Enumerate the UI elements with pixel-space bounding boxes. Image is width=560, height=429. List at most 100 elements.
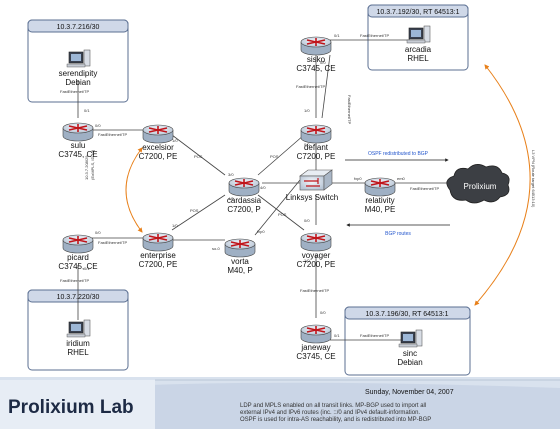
- svg-text:FastEthernet/TP: FastEthernet/TP: [360, 33, 389, 38]
- ospf-arrow: OSPF redistributed to BGP: [345, 151, 449, 162]
- host-os: RHEL: [67, 348, 89, 357]
- router-model: C7200, PE: [139, 152, 178, 161]
- hosts: serendipityDebianiridiumRHELarcadiaRHELs…: [59, 25, 432, 367]
- footer: Prolixium Lab Sunday, November 04, 2007 …: [0, 377, 560, 429]
- router-name: excelsior: [142, 143, 174, 152]
- footer-line3: OSPF is used for intra-AS reachability, …: [240, 417, 431, 423]
- host-name: iridium: [66, 339, 90, 348]
- prolixium-cloud[interactable]: Prolixium: [446, 164, 510, 204]
- router-model: C3745, CE: [296, 64, 335, 73]
- router-name: sulu: [71, 141, 86, 150]
- host-os: Debian: [65, 78, 90, 87]
- router-icon: [234, 179, 254, 187]
- svg-text:fxp0: fxp0: [354, 176, 362, 181]
- l3vpn-label: L3 VPN (Route target 64513:10): [531, 150, 536, 208]
- svg-text:1/0: 1/0: [304, 108, 310, 113]
- svg-text:FastEthernet/TP: FastEthernet/TP: [300, 288, 329, 293]
- svg-text:1/0: 1/0: [304, 258, 310, 263]
- svg-text:0/0: 0/0: [320, 60, 326, 65]
- router-icon: [148, 126, 168, 134]
- eompls-label-a: 10.3.7.208/29: [84, 155, 89, 180]
- svg-text:POS: POS: [190, 208, 199, 213]
- router-icon: [306, 234, 326, 242]
- cloud-icon: [446, 164, 510, 204]
- router-name: vorta: [231, 257, 249, 266]
- svg-text:FastEthernet/TP: FastEthernet/TP: [98, 240, 127, 245]
- subnet-192-label: 10.3.7.192/30, RT 64513:1: [376, 9, 459, 16]
- svg-text:0/0: 0/0: [95, 123, 101, 128]
- svg-text:fxp0: fxp0: [257, 229, 265, 234]
- eompls-arrow: 10.3.7.208/29 (EoMPLS, ID 10): [84, 147, 143, 233]
- svg-text:POS: POS: [194, 154, 203, 159]
- svg-text:0/1: 0/1: [84, 108, 90, 113]
- router-model: C7200, PE: [297, 152, 336, 161]
- router-icon: [148, 234, 168, 242]
- svg-text:4/0: 4/0: [228, 196, 234, 201]
- host-os: Debian: [397, 358, 422, 367]
- router-name: cardassia: [227, 196, 262, 205]
- svg-text:0/0: 0/0: [95, 230, 101, 235]
- svg-text:FastEthernet/TP: FastEthernet/TP: [60, 278, 89, 283]
- svg-text:so-0: so-0: [212, 246, 221, 251]
- router-name: picard: [67, 253, 89, 262]
- cloud-label: Prolixium: [464, 182, 497, 191]
- svg-text:FastEthernet/TP: FastEthernet/TP: [410, 186, 439, 191]
- svg-text:em0: em0: [397, 176, 406, 181]
- svg-text:FastEthernet/TP: FastEthernet/TP: [360, 333, 389, 338]
- switch-label: Linksys Switch: [286, 193, 338, 202]
- svg-text:0/1: 0/1: [334, 333, 340, 338]
- host-name: serendipity: [59, 69, 98, 78]
- router-name: enterprise: [140, 251, 176, 260]
- router-name: relativity: [365, 196, 394, 205]
- router-model: C3745, CE: [58, 262, 97, 271]
- host-name: arcadia: [405, 45, 432, 54]
- svg-text:FastEthernet/TP: FastEthernet/TP: [60, 89, 89, 94]
- interface-labels: 0/1 0/0 0/0 0/1 1/0 1/0 3/0 4/0 4/0 fxp0…: [84, 33, 406, 338]
- subnet-box-196: 10.3.7.196/30, RT 64513:1: [344, 306, 471, 376]
- svg-text:1/0: 1/0: [172, 223, 178, 228]
- router-icon: [370, 179, 390, 187]
- host-name: sinc: [403, 349, 417, 358]
- link-type-labels: FastEthernet/TP FastEthernet/TP FastEthe…: [60, 33, 439, 338]
- router-name: voyager: [302, 251, 331, 260]
- footer-title: Prolixium Lab: [8, 397, 134, 418]
- svg-text:0/1: 0/1: [84, 266, 90, 271]
- ospf-to-bgp-label: OSPF redistributed to BGP: [368, 151, 429, 157]
- svg-text:POS: POS: [270, 154, 279, 159]
- linksys-switch[interactable]: Linksys Switch: [286, 169, 338, 202]
- router-name: sisko: [307, 55, 326, 64]
- router-model: M40, PE: [365, 205, 396, 214]
- router-name: janeway: [300, 343, 330, 352]
- svg-text:3/0: 3/0: [228, 172, 234, 177]
- router-model: M40, P: [227, 266, 252, 275]
- router-icon: [306, 326, 326, 334]
- router-name: defiant: [304, 143, 329, 152]
- bgp-arrow: BGP routes: [346, 223, 450, 237]
- l3vpn-arrow: L3 VPN (Route target 64513:10): [474, 64, 536, 306]
- svg-text:4/0: 4/0: [260, 185, 266, 190]
- router-model: C3745, CE: [296, 352, 335, 361]
- host-os: RHEL: [407, 54, 429, 63]
- svg-text:FastEthernet/TP: FastEthernet/TP: [347, 95, 352, 124]
- router-model: C7200, PE: [139, 260, 178, 269]
- footer-line1: LDP and MPLS enabled on all transit link…: [240, 403, 426, 409]
- footer-line2: external IPv4 and IPv6 routes (inc. ::/0…: [240, 410, 420, 416]
- router-icon: [306, 126, 326, 134]
